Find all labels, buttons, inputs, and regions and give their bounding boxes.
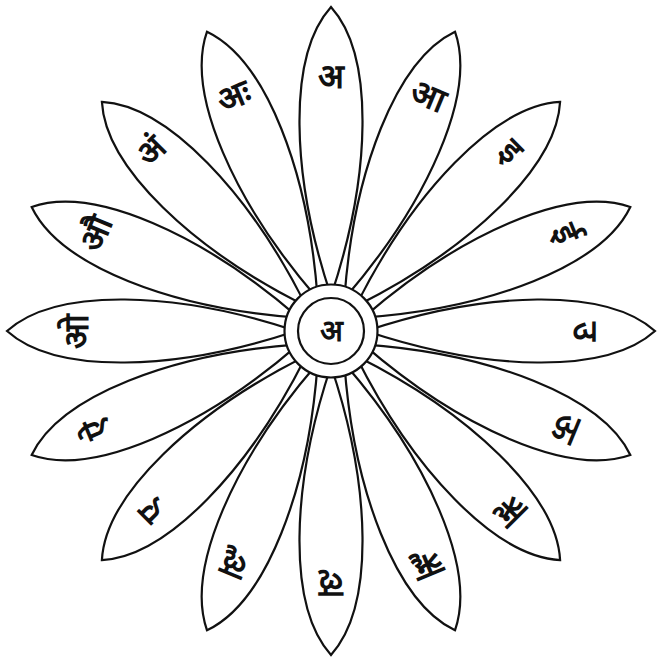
center-circle: अ bbox=[283, 283, 379, 379]
petal-letter: ओ bbox=[59, 314, 93, 349]
petal-letter: अ bbox=[318, 59, 344, 93]
petal-letter: उ bbox=[569, 322, 603, 341]
petal-letter: ऌ bbox=[319, 569, 343, 603]
petal-shape bbox=[178, 20, 347, 311]
center-letter: अ bbox=[320, 316, 343, 346]
outer-ring bbox=[285, 285, 378, 378]
inner-ring bbox=[298, 298, 364, 364]
